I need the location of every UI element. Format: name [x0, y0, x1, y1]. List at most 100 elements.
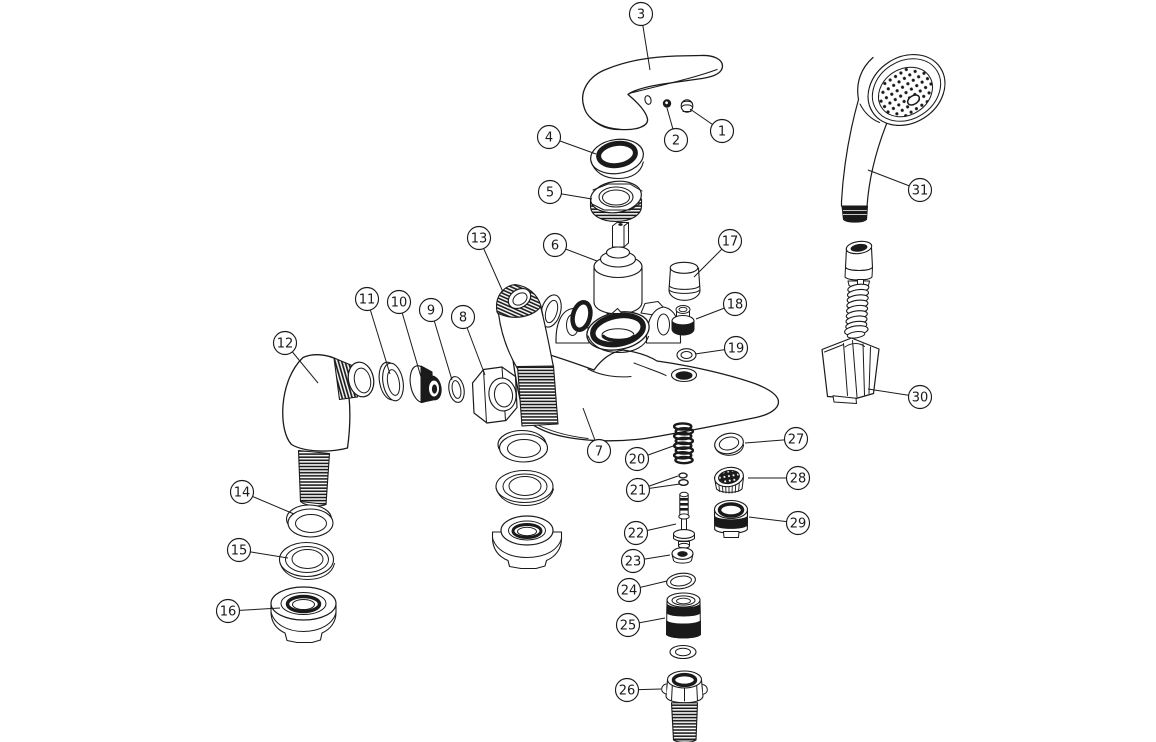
body-shroud-stack — [491, 429, 563, 570]
callout-number: 14 — [234, 486, 251, 501]
callout-circle — [272, 330, 298, 356]
callout-number: 30 — [912, 391, 929, 406]
callout-27: 27 — [744, 426, 809, 452]
callout-circle — [215, 598, 241, 624]
callout-28: 28 — [748, 465, 811, 491]
callout-circle — [709, 118, 735, 144]
callout-circle — [625, 477, 651, 503]
part-hex-nut-8 — [471, 366, 518, 424]
part-flow-straightener-28 — [714, 466, 744, 494]
callout-circle — [226, 537, 252, 563]
part-diverter-rod-22 — [672, 491, 696, 549]
callout-circle — [785, 465, 811, 491]
callout-number: 10 — [391, 296, 408, 311]
part-o-ring-9 — [448, 376, 465, 403]
part-shower-hose — [844, 240, 874, 339]
part-diverter-knob-18 — [671, 305, 695, 336]
callout-number: 15 — [231, 544, 248, 559]
callout-9: 9 — [418, 297, 453, 381]
callout-circle — [783, 426, 809, 452]
callout-2: 2 — [663, 107, 689, 153]
callout-number: 4 — [545, 131, 553, 146]
callout-number: 21 — [630, 484, 647, 499]
callout-number: 29 — [790, 517, 807, 532]
callout-5: 5 — [537, 179, 593, 205]
callout-number: 31 — [912, 184, 929, 199]
callout-6: 6 — [542, 232, 598, 262]
callout-number: 22 — [628, 527, 645, 542]
part-lever-handle-3 — [582, 54, 724, 131]
callout-13: 13 — [466, 225, 504, 293]
callout-26: 26 — [614, 677, 662, 703]
part-cap-17 — [668, 261, 701, 301]
callout-4: 4 — [536, 124, 597, 155]
callout-number: 8 — [459, 311, 467, 326]
callout-23: 23 — [620, 548, 671, 574]
callout-circle — [907, 384, 933, 410]
callout-number: 19 — [728, 342, 745, 357]
callout-number: 1 — [718, 125, 726, 140]
spray-face — [878, 66, 933, 118]
callout-number: 7 — [595, 445, 603, 460]
part-washer-19 — [676, 348, 697, 362]
callout-circle — [542, 232, 568, 258]
callout-7: 7 — [582, 407, 612, 464]
callout-number: 17 — [722, 235, 739, 250]
part-screw-cap-1 — [680, 99, 694, 113]
callout-30: 30 — [867, 384, 933, 410]
part-spring-20 — [672, 422, 695, 465]
callout-number: 20 — [629, 453, 646, 468]
callout-21: 21 — [625, 475, 681, 503]
part-washer-under-25 — [669, 644, 697, 660]
callout-circle — [229, 479, 255, 505]
part-wall-bracket-30 — [821, 337, 880, 404]
callout-16: 16 — [215, 598, 281, 624]
callout-circle — [615, 612, 641, 638]
callout-24: 24 — [616, 577, 668, 603]
leg-joint-thread — [516, 365, 559, 427]
handle-button-hole — [644, 95, 652, 105]
part-washer-15 — [278, 541, 335, 580]
callout-10: 10 — [386, 289, 422, 378]
callout-17: 17 — [693, 228, 743, 278]
callout-number: 11 — [359, 293, 376, 308]
callout-number: 26 — [619, 684, 636, 699]
callout-number: 6 — [551, 239, 559, 254]
part-inlet-leg-13 — [495, 283, 559, 427]
callout-19: 19 — [694, 335, 749, 361]
part-washer-11 — [378, 361, 404, 402]
callout-3: 3 — [628, 1, 654, 71]
callout-circle — [722, 291, 748, 317]
part-cartridge-6 — [593, 222, 643, 320]
callout-circle — [386, 289, 412, 315]
part-washer-27 — [714, 432, 745, 456]
callout-leader-line — [430, 309, 453, 381]
callout-circle — [663, 127, 689, 153]
callout-leader-line — [366, 298, 391, 375]
part-backnut-16 — [270, 586, 337, 644]
body-diverter-boss — [670, 367, 698, 383]
part-grub-screw-2 — [662, 99, 672, 108]
callout-number: 5 — [546, 186, 554, 201]
part-inlet-elbow-12 — [282, 354, 375, 507]
callout-number: 28 — [790, 472, 807, 487]
callout-circle — [628, 1, 654, 27]
callout-number: 3 — [637, 8, 645, 23]
callout-1: 1 — [689, 108, 735, 144]
callout-14: 14 — [229, 479, 295, 515]
callout-22: 22 — [623, 520, 677, 546]
hose-ribs — [845, 283, 870, 331]
callout-25: 25 — [615, 612, 666, 638]
callout-8: 8 — [450, 304, 486, 376]
elbow-shank-thread — [297, 449, 331, 506]
part-dome-ring-4 — [590, 138, 644, 180]
callout-circle — [717, 228, 743, 254]
callout-15: 15 — [226, 537, 289, 563]
callout-11: 11 — [354, 286, 391, 375]
callout-number: 18 — [727, 298, 744, 313]
part-check-valve-10 — [409, 365, 442, 403]
callout-number: 2 — [672, 134, 680, 149]
handset-ferrule — [841, 205, 869, 223]
